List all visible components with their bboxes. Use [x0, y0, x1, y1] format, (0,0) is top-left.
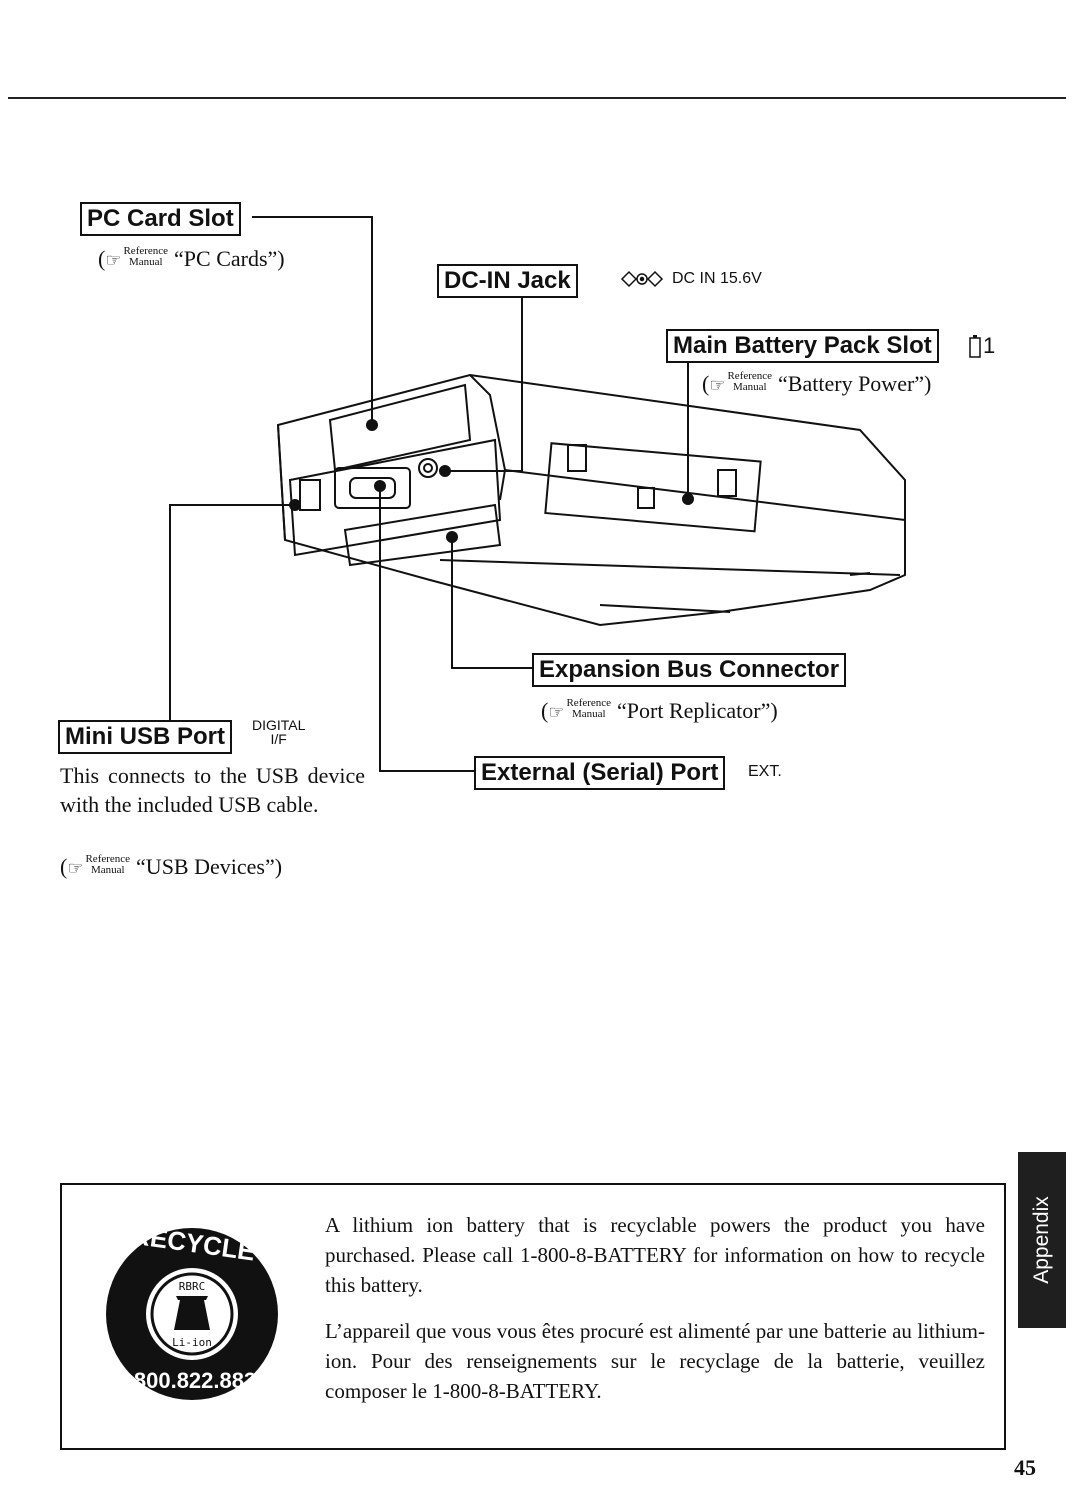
- recycle-notice-text: A lithium ion battery that is recyclable…: [325, 1210, 985, 1422]
- pc-cards-reference-text: “PC Cards”): [174, 246, 285, 271]
- reference-pointer-icon: ☞: [709, 375, 726, 396]
- recycle-notice-box: [60, 1183, 1006, 1450]
- logo-rbrc-text: RBRC: [179, 1280, 206, 1293]
- usb-devices-reference-text: “USB Devices”): [136, 854, 283, 879]
- appendix-tab-label: Appendix: [1030, 1196, 1053, 1284]
- appendix-side-tab[interactable]: Appendix: [1018, 1152, 1066, 1328]
- ext-mark: EXT.: [748, 763, 782, 780]
- port-replicator-reference-text: “Port Replicator”): [617, 698, 778, 723]
- external-serial-port-label: External (Serial) Port: [474, 756, 726, 790]
- battery-mark: 1: [983, 333, 996, 358]
- mini-usb-description: This connects to the USB device with the…: [60, 763, 365, 817]
- dc-in-rating: DC IN 15.6V: [672, 270, 762, 287]
- mini-usb-port-label: Mini USB Port: [58, 720, 232, 754]
- pc-card-slot-label: PC Card Slot: [80, 202, 241, 236]
- logo-phone-text: 1.800.822.8837: [116, 1368, 269, 1393]
- reference-pointer-icon: ☞: [105, 250, 122, 271]
- battery-power-reference-text: “Battery Power”): [778, 371, 932, 396]
- expansion-bus-connector-label: Expansion Bus Connector: [532, 653, 847, 687]
- notice-french: L’appareil que vous vous êtes procuré es…: [325, 1319, 985, 1403]
- header-rule: [8, 97, 1066, 99]
- main-battery-pack-slot-label: Main Battery Pack Slot: [666, 329, 939, 363]
- logo-li-ion-text: Li-ion: [172, 1336, 212, 1349]
- page-number: 45: [1014, 1455, 1036, 1480]
- reference-pointer-icon: ☞: [67, 858, 84, 879]
- notice-english: A lithium ion battery that is recyclable…: [325, 1213, 985, 1297]
- dc-in-jack-label: DC-IN Jack: [437, 264, 578, 298]
- reference-pointer-icon: ☞: [548, 702, 565, 723]
